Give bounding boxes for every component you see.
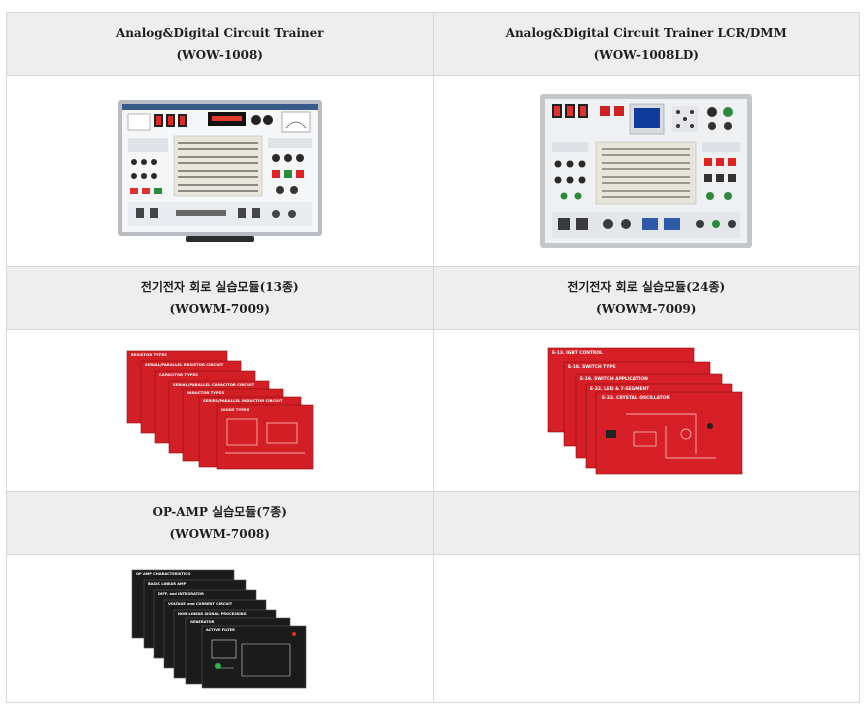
breadboard-row <box>177 156 258 158</box>
module-label: DIFF. and INTEGRATOR <box>158 592 204 596</box>
breadboard-row <box>177 176 258 178</box>
module-label: INDUCTOR TYPES <box>187 390 224 395</box>
product-code: (WOWM-7009) <box>169 302 270 316</box>
product-name: 전기전자 회로 실습모듈(24종) <box>567 280 726 294</box>
module-stack-image-13[interactable]: RESISTOR TYPES SERIAL/PARALLEL RESISTOR … <box>125 349 315 473</box>
module-label: DIODE TYPES <box>221 407 250 412</box>
breadboard-row <box>177 142 258 144</box>
module-label: VOLTAGE and CURRENT CIRCUIT <box>168 602 233 606</box>
product-image-cell-1 <box>6 75 434 267</box>
product-code: (WOW-1008) <box>176 48 263 62</box>
product-table: Analog&Digital Circuit Trainer (WOW-1008… <box>6 12 860 703</box>
module-panels <box>126 350 314 469</box>
breadboard-row <box>177 162 258 164</box>
product-code: (WOW-1008LD) <box>593 48 699 62</box>
module-label: SERIAL/PARALLEL RESISTOR CIRCUIT <box>145 362 224 367</box>
module-label: GENERATOR <box>190 620 215 624</box>
product-image-cell-5: OP AMP CHARACTERISTICS BASIC LINEAR AMP … <box>6 554 434 703</box>
empty-image-cell <box>432 554 860 703</box>
product-image-cell-4: E-13. IGBT CONTROL E-18. SWITCH TYPE E-1… <box>432 329 860 492</box>
breadboard-row <box>177 190 258 192</box>
module-label: SERIAL/PARALLEL CAPACITOR CIRCUIT <box>173 382 255 387</box>
trainer-board-lcr-image[interactable] <box>538 92 754 250</box>
module-label: E-22. LED & 7-SEGMENT <box>590 386 649 392</box>
product-name: 전기전자 회로 실습모듈(13종) <box>140 280 299 294</box>
module-panels <box>131 569 307 688</box>
product-header-2: Analog&Digital Circuit Trainer LCR/DMM (… <box>432 12 860 76</box>
breadboard-row <box>177 170 258 172</box>
module-label: BASIC LINEAR AMP <box>148 582 187 586</box>
empty-header-cell <box>432 491 860 555</box>
module-panels <box>547 347 743 474</box>
product-code: (WOWM-7009) <box>596 302 697 316</box>
product-name: Analog&Digital Circuit Trainer LCR/DMM <box>505 26 787 40</box>
module-stack-image-opamp[interactable]: OP AMP CHARACTERISTICS BASIC LINEAR AMP … <box>130 568 310 690</box>
product-header-3: 전기전자 회로 실습모듈(13종) (WOWM-7009) <box>6 266 434 330</box>
module-label: SERIES/PARALLEL INDUCTOR CIRCUIT <box>203 398 283 403</box>
breadboard-row <box>177 184 258 186</box>
module-label: OP AMP CHARACTERISTICS <box>136 572 191 576</box>
module-label: E-13. IGBT CONTROL <box>552 350 603 356</box>
product-image-cell-2 <box>432 75 860 267</box>
product-header-1: Analog&Digital Circuit Trainer (WOW-1008… <box>6 12 434 76</box>
module-stack-image-24[interactable]: E-13. IGBT CONTROL E-18. SWITCH TYPE E-1… <box>546 346 746 476</box>
product-image-cell-3: RESISTOR TYPES SERIAL/PARALLEL RESISTOR … <box>6 329 434 492</box>
product-name: Analog&Digital Circuit Trainer <box>115 26 324 40</box>
module-label: E-18. SWITCH TYPE <box>568 364 616 370</box>
product-header-4: 전기전자 회로 실습모듈(24종) (WOWM-7009) <box>432 266 860 330</box>
module-label: CAPACITOR TYPES <box>159 372 198 377</box>
product-header-5: OP-AMP 실습모듈(7종) (WOWM-7008) <box>6 491 434 555</box>
module-label: E-23. CRYSTAL OSCILLATOR <box>602 395 670 401</box>
module-label: ACTIVE FILTER <box>206 628 235 632</box>
trainer-board-image[interactable] <box>116 98 324 244</box>
product-code: (WOWM-7008) <box>169 527 270 541</box>
module-label: RESISTOR TYPES <box>131 352 167 357</box>
module-label: NON-LINEAR SIGNAL PROCESSING <box>178 612 247 616</box>
module-label: E-19. SWITCH APPLICATION <box>580 376 648 382</box>
product-name: OP-AMP 실습모듈(7종) <box>152 505 287 519</box>
breadboard-row <box>177 148 258 150</box>
